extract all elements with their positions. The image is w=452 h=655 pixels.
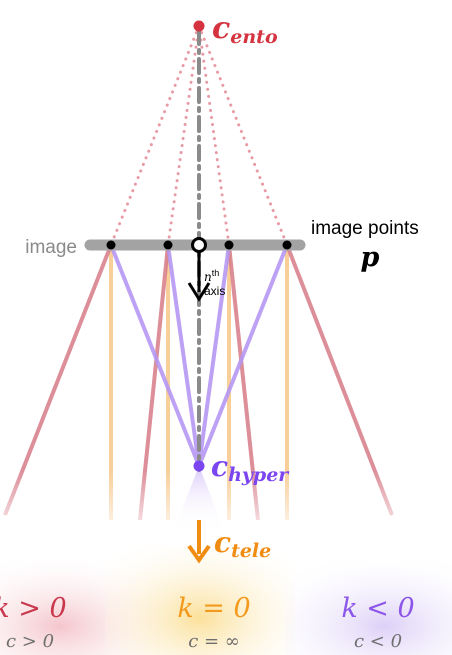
image-points — [106, 240, 292, 250]
c-hyper-point — [193, 460, 205, 472]
nth-axis-arrowhead — [187, 282, 211, 302]
converging-ray-1 — [109, 244, 201, 467]
ray-fade — [0, 470, 452, 545]
region-c-entocentric: c > 0 — [6, 631, 54, 652]
image-point-4 — [282, 240, 292, 250]
converging-ray-2 — [166, 244, 201, 467]
axis-word: axis — [204, 284, 225, 298]
region-k-telecentric: k = 0 — [177, 593, 250, 624]
dotted-ray-4 — [197, 24, 289, 247]
region-captions: k > 0 c > 0 k = 0 c = ∞ k < 0 c < 0 — [0, 593, 415, 652]
c-ento-label: cento — [212, 11, 278, 48]
dotted-ray-3 — [197, 24, 231, 247]
c-hyper-label: chyper — [211, 450, 290, 486]
c-tele-arrowhead — [187, 544, 211, 564]
converging-ray-4 — [197, 244, 289, 467]
entocentric-dotted-rays — [109, 24, 289, 247]
region-k-entocentric: k > 0 — [0, 593, 67, 624]
converging-ray-3 — [197, 244, 231, 467]
c-ento-point — [193, 20, 205, 32]
c-tele-label: ctele — [214, 526, 271, 562]
nth-axis-label: nth — [204, 268, 219, 284]
image-point-1 — [106, 240, 116, 250]
region-bg-hypercentric — [285, 560, 452, 655]
image-point-2 — [163, 240, 173, 250]
image-point-3 — [224, 240, 234, 250]
dotted-ray-1 — [109, 24, 201, 247]
region-k-hypercentric: k < 0 — [341, 593, 414, 624]
hypercentric-converging-rays — [109, 244, 289, 467]
region-c-telecentric: c = ∞ — [188, 631, 240, 652]
principal-point-ring — [191, 237, 207, 253]
p-symbol: p — [361, 242, 380, 273]
dotted-ray-2 — [166, 24, 201, 247]
image-points-label: image points — [311, 218, 419, 239]
image-label: image — [25, 237, 77, 258]
region-c-hypercentric: c < 0 — [354, 631, 402, 652]
